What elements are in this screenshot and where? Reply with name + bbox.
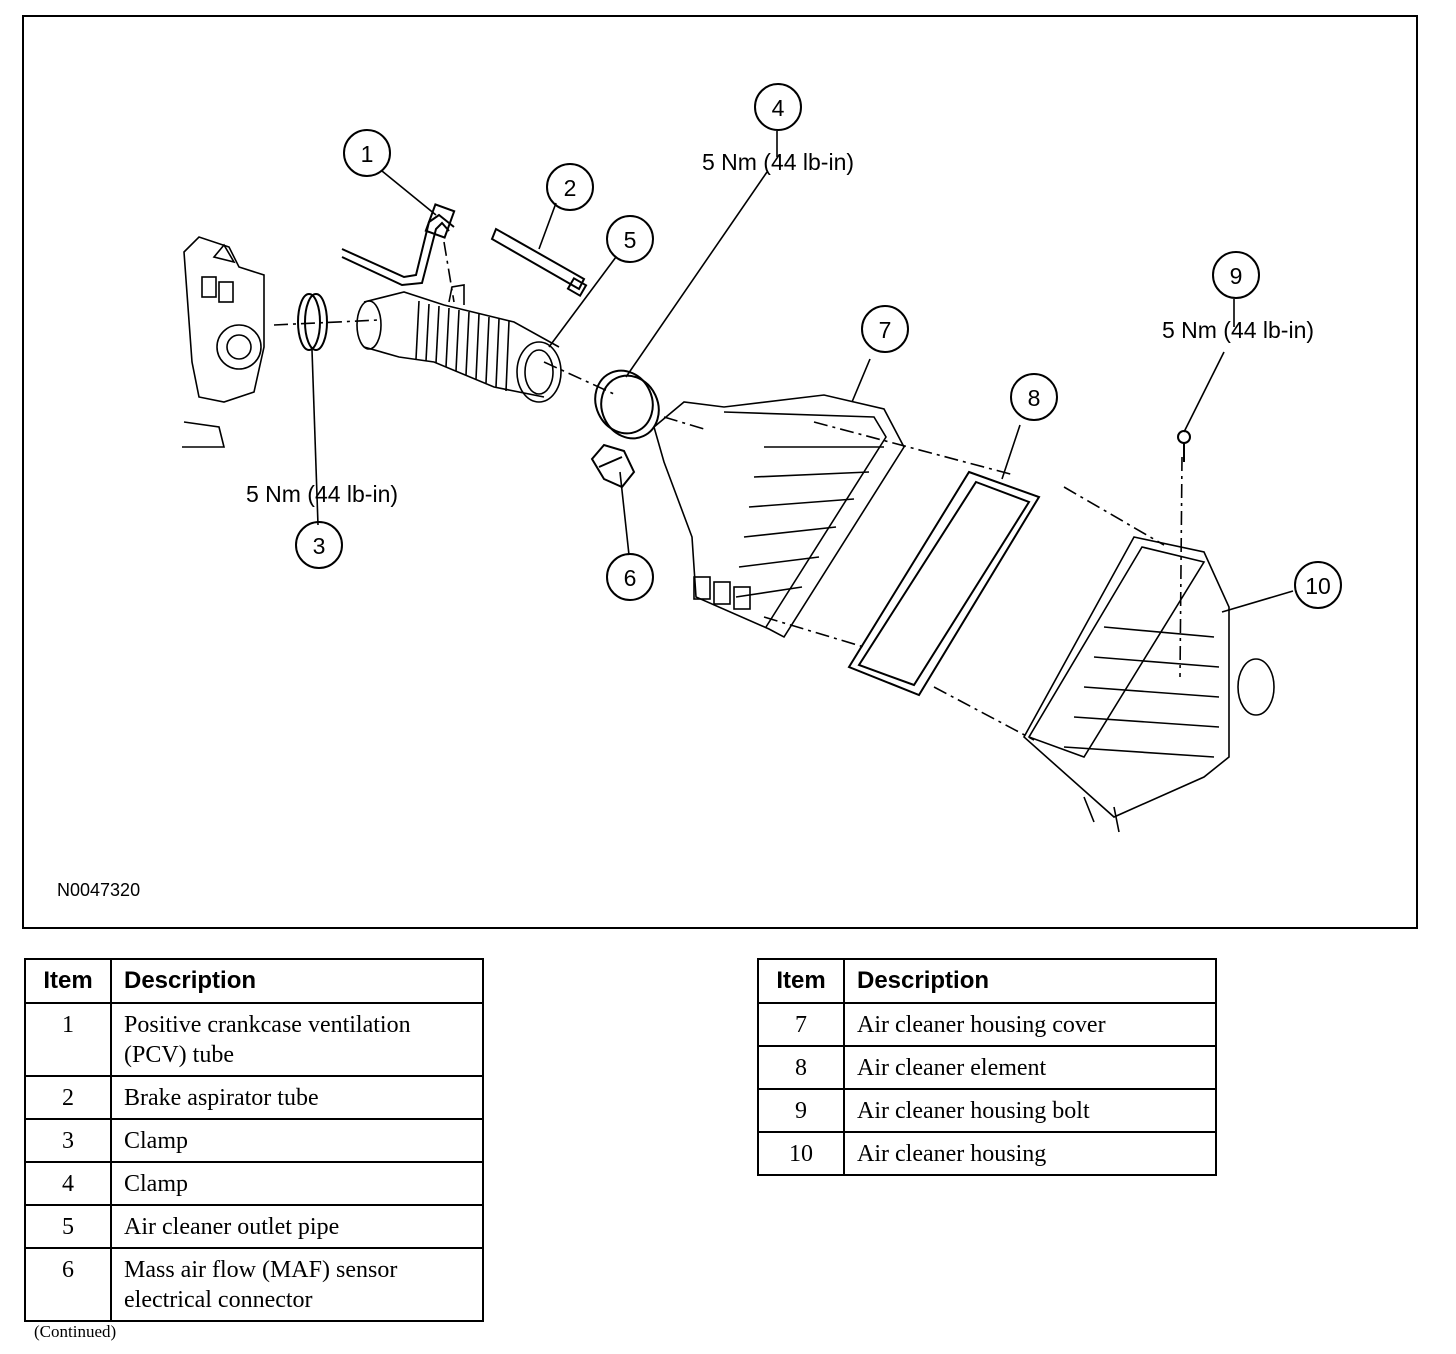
callout-number-2: 2 [564,175,577,201]
header-item: Item [24,958,112,1004]
header-description: Description [843,958,1217,1004]
callout-number-3: 3 [313,533,326,559]
throttle-body-illustration [182,236,265,448]
item-description: Air cleaner element [843,1045,1217,1090]
housing-illustration [1022,536,1275,833]
table-row: 5 Air cleaner outlet pipe [24,1204,484,1249]
callout-number-6: 6 [624,565,637,591]
table-row: 3 Clamp [24,1118,484,1163]
callout-number-1: 1 [361,141,374,167]
outlet-pipe-illustration [356,284,562,403]
item-number: 9 [757,1088,845,1133]
maf-connector-illustration [590,443,636,489]
housing-cover-illustration [653,394,905,639]
item-number: 3 [24,1118,112,1163]
item-description: Clamp [110,1118,484,1163]
item-description: Clamp [110,1161,484,1206]
item-description: Air cleaner housing cover [843,1002,1217,1047]
brake-aspirator-tube-illustration [490,227,588,298]
continued-note: (Continued) [34,1322,117,1341]
header-description: Description [110,958,484,1004]
diagram-drawing: 1 2 3 4 5 6 7 8 9 10 5 Nm (44 lb-in) 5 N… [182,83,1342,833]
item-number: 4 [24,1161,112,1206]
item-description: Mass air flow (MAF) sensor electrical co… [110,1247,484,1322]
legend-table-right: Item Description 7 Air cleaner housing c… [757,958,1217,1176]
item-description: Air cleaner housing [843,1131,1217,1176]
item-number: 5 [24,1204,112,1249]
clamp-3-illustration [297,293,328,351]
callout-number-10: 10 [1305,573,1331,599]
item-number: 1 [24,1002,112,1077]
item-description: Air cleaner housing bolt [843,1088,1217,1133]
exploded-view-diagram: 1 2 3 4 5 6 7 8 9 10 5 Nm (44 lb-in) 5 N… [22,15,1418,929]
clamp-4-illustration [594,369,660,440]
item-number: 2 [24,1075,112,1120]
callout-number-4: 4 [772,95,785,121]
callout-number-9: 9 [1230,263,1243,289]
table-row: 2 Brake aspirator tube [24,1075,484,1120]
leader-lines [311,131,1294,613]
table-row: 6 Mass air flow (MAF) sensor electrical … [24,1247,484,1322]
torque-spec-4: 5 Nm (44 lb-in) [702,149,854,175]
item-description: Brake aspirator tube [110,1075,484,1120]
callout-circles [295,83,1342,609]
item-description: Air cleaner outlet pipe [110,1204,484,1249]
item-number: 7 [757,1002,845,1047]
table-row: 4 Clamp [24,1161,484,1206]
pcv-tube-illustration [341,203,456,287]
item-number: 6 [24,1247,112,1322]
legend-header-row: Item Description [757,958,1217,1004]
figure-id: N0047320 [57,880,141,900]
legend-table-left: Item Description 1 Positive crankcase ve… [24,958,484,1322]
table-row: 8 Air cleaner element [757,1045,1217,1090]
legend-header-row: Item Description [24,958,484,1004]
callout-number-7: 7 [879,317,892,343]
table-row: 9 Air cleaner housing bolt [757,1088,1217,1133]
table-row: 7 Air cleaner housing cover [757,1002,1217,1047]
bolt-illustration [1177,430,1191,462]
item-description: Positive crankcase ventilation (PCV) tub… [110,1002,484,1077]
alignment-lines [273,241,1183,741]
torque-spec-9: 5 Nm (44 lb-in) [1162,317,1314,343]
table-row: 10 Air cleaner housing [757,1131,1217,1176]
callout-number-8: 8 [1028,385,1041,411]
item-number: 10 [757,1131,845,1176]
air-filter-element-illustration [847,470,1041,697]
torque-spec-3: 5 Nm (44 lb-in) [246,481,398,507]
table-row: 1 Positive crankcase ventilation (PCV) t… [24,1002,484,1077]
item-number: 8 [757,1045,845,1090]
callout-number-5: 5 [624,227,637,253]
header-item: Item [757,958,845,1004]
